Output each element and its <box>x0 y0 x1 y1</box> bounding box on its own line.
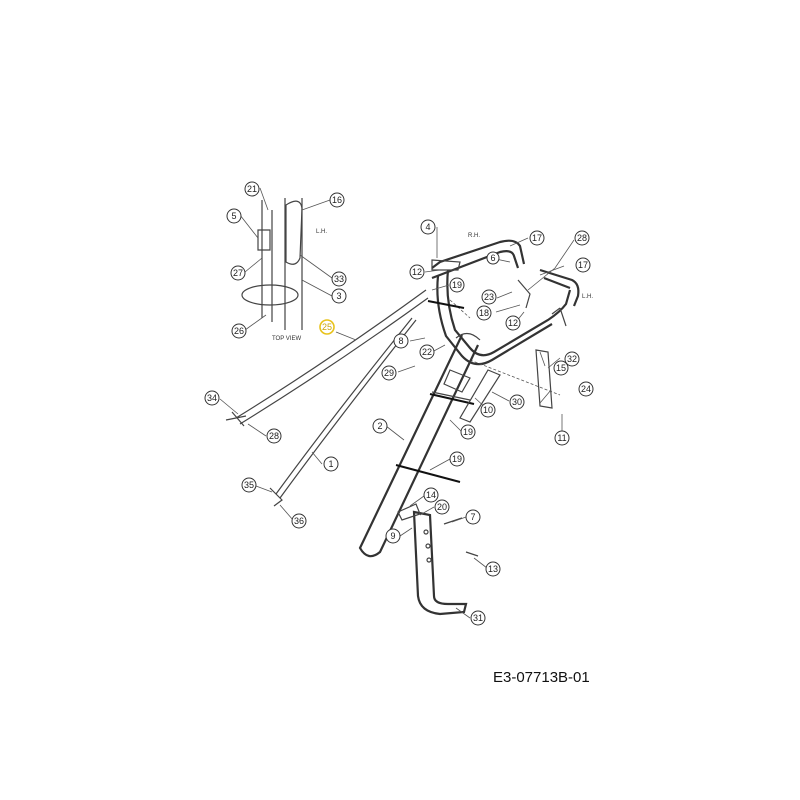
svg-text:12: 12 <box>412 267 422 277</box>
svg-text:27: 27 <box>233 268 243 278</box>
callout-36: 36 <box>291 513 307 529</box>
callout-21: 21 <box>244 181 260 197</box>
callout-2: 2 <box>372 418 388 434</box>
svg-text:17: 17 <box>578 260 588 270</box>
svg-text:16: 16 <box>332 195 342 205</box>
callout-24: 24 <box>578 381 594 397</box>
svg-text:1: 1 <box>328 459 333 469</box>
callout-4: 4 <box>420 219 436 235</box>
callout-34: 34 <box>204 390 220 406</box>
drawing-code: E3-07713B-01 <box>493 669 590 686</box>
svg-text:33: 33 <box>334 274 344 284</box>
callout-15: 15 <box>553 360 569 376</box>
callout-27: 27 <box>230 265 246 281</box>
callout-14: 14 <box>423 487 439 503</box>
svg-text:36: 36 <box>294 516 304 526</box>
svg-text:21: 21 <box>247 184 257 194</box>
svg-text:28: 28 <box>269 431 279 441</box>
callout-31: 31 <box>470 610 486 626</box>
svg-text:19: 19 <box>463 427 473 437</box>
svg-text:23: 23 <box>484 292 494 302</box>
svg-text:8: 8 <box>398 336 403 346</box>
svg-text:35: 35 <box>244 480 254 490</box>
svg-text:29: 29 <box>384 368 394 378</box>
svg-text:34: 34 <box>207 393 217 403</box>
callout-30: 30 <box>509 394 525 410</box>
callout-33: 33 <box>331 271 347 287</box>
callout-8: 8 <box>393 333 409 349</box>
callout-11: 11 <box>554 430 570 446</box>
svg-text:26: 26 <box>234 326 244 336</box>
frame-rh-label: R.H. <box>468 233 480 239</box>
callouts: 21 16 5 27 33 3 26 25 4 17 28 12 19 18 2… <box>204 181 594 626</box>
callout-3: 3 <box>331 288 347 304</box>
inset-caption: TOP VIEW <box>272 336 301 342</box>
callout-5: 5 <box>226 208 242 224</box>
svg-text:4: 4 <box>425 222 430 232</box>
svg-text:7: 7 <box>470 512 475 522</box>
svg-text:24: 24 <box>581 384 591 394</box>
callout-25-highlighted: 25 <box>319 319 335 335</box>
leader-lines <box>219 227 575 619</box>
callout-17-rh: 17 <box>529 230 545 246</box>
svg-text:32: 32 <box>567 354 577 364</box>
top-view-inset: L.H. TOP VIEW <box>239 187 333 342</box>
svg-text:5: 5 <box>231 211 236 221</box>
svg-text:6: 6 <box>490 253 495 263</box>
svg-text:10: 10 <box>483 405 493 415</box>
callout-22: 22 <box>419 344 435 360</box>
callout-10: 10 <box>480 402 496 418</box>
svg-text:15: 15 <box>556 363 566 373</box>
svg-text:25: 25 <box>322 322 332 332</box>
callout-16: 16 <box>329 192 345 208</box>
callout-20: 20 <box>434 499 450 515</box>
svg-text:30: 30 <box>512 397 522 407</box>
callout-1: 1 <box>323 456 339 472</box>
callout-12-left: 12 <box>409 264 425 280</box>
svg-text:13: 13 <box>488 564 498 574</box>
callout-18: 18 <box>476 305 492 321</box>
callout-29: 29 <box>381 365 397 381</box>
callout-26: 26 <box>231 323 247 339</box>
callout-19-lower: 19 <box>449 451 465 467</box>
svg-text:20: 20 <box>437 502 447 512</box>
svg-text:28: 28 <box>577 233 587 243</box>
callout-17-lh: 17 <box>575 257 591 273</box>
svg-text:19: 19 <box>452 454 462 464</box>
callout-28-upper: 28 <box>574 230 590 246</box>
callout-28-lower: 28 <box>266 428 282 444</box>
inset-lh-label: L.H. <box>316 229 327 235</box>
callout-13: 13 <box>485 561 501 577</box>
svg-text:17: 17 <box>532 233 542 243</box>
svg-text:18: 18 <box>479 308 489 318</box>
callout-12-right: 12 <box>505 315 521 331</box>
svg-text:14: 14 <box>426 490 436 500</box>
callout-19-upper: 19 <box>449 277 465 293</box>
svg-text:2: 2 <box>377 421 382 431</box>
frame-lh-label: L.H. <box>582 294 593 300</box>
callout-9: 9 <box>385 528 401 544</box>
svg-text:3: 3 <box>336 291 341 301</box>
callout-35: 35 <box>241 477 257 493</box>
pedal-assembly <box>397 503 479 616</box>
svg-text:12: 12 <box>508 318 518 328</box>
callout-23: 23 <box>481 289 497 305</box>
callout-32: 32 <box>564 351 580 367</box>
handle-frame: R.H. L.H. <box>431 233 593 396</box>
svg-text:9: 9 <box>390 531 395 541</box>
svg-text:22: 22 <box>422 347 432 357</box>
callout-6: 6 <box>486 251 500 265</box>
svg-text:11: 11 <box>557 433 566 443</box>
callout-19-middle: 19 <box>460 424 476 440</box>
svg-text:19: 19 <box>452 280 462 290</box>
callout-7: 7 <box>465 509 481 525</box>
svg-text:31: 31 <box>473 613 483 623</box>
main-shaft <box>358 300 553 558</box>
